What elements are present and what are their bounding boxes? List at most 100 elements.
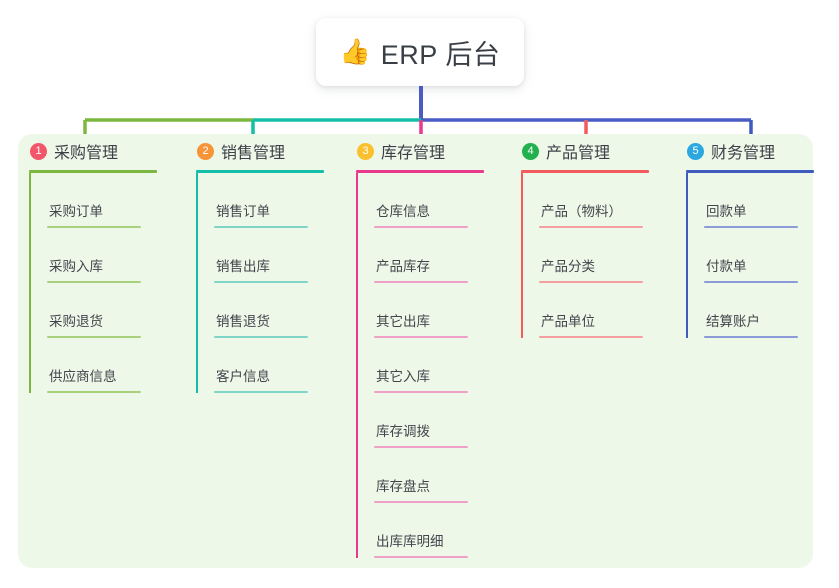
leaf-item-label: 库存盘点 xyxy=(376,479,430,494)
branch-header-3[interactable]: 3 库存管理 xyxy=(345,134,505,168)
branch-title: 产品管理 xyxy=(546,145,611,162)
leaf-item[interactable]: 采购入库 xyxy=(29,228,168,283)
leaf-item-underline xyxy=(214,226,308,228)
leaf-item-label: 采购订单 xyxy=(49,204,103,219)
branch-number-badge: 1 xyxy=(30,142,47,160)
leaf-item-label: 销售退货 xyxy=(216,314,270,329)
branch-leaf-list: 销售订单销售出库销售退货客户信息 xyxy=(196,173,335,393)
branch-number-badge: 4 xyxy=(522,142,539,160)
leaf-item[interactable]: 库存调拨 xyxy=(356,393,505,448)
leaf-item-underline xyxy=(47,391,141,393)
leaf-item-underline xyxy=(47,336,141,338)
leaf-item-label: 供应商信息 xyxy=(49,369,117,384)
leaf-item[interactable]: 其它出库 xyxy=(356,283,505,338)
branch-title: 财务管理 xyxy=(711,145,776,162)
leaf-item[interactable]: 客户信息 xyxy=(196,338,335,393)
branch-header-1[interactable]: 1 采购管理 xyxy=(18,134,168,168)
leaf-item[interactable]: 销售退货 xyxy=(196,283,335,338)
leaf-item-label: 采购退货 xyxy=(49,314,103,329)
branch-leaf-list: 产品（物料） 产品分类产品单位 xyxy=(521,173,670,338)
branch-leaf-list: 采购订单采购入库采购退货供应商信息 xyxy=(29,173,168,393)
leaf-item-underline xyxy=(704,281,798,283)
leaf-item-underline xyxy=(47,226,141,228)
branch-column-4: 4 产品管理产品（物料） 产品分类产品单位 xyxy=(510,134,670,338)
leaf-item-underline xyxy=(47,281,141,283)
leaf-item[interactable]: 付款单 xyxy=(686,228,825,283)
branch-spine xyxy=(356,173,358,558)
leaf-item[interactable]: 产品单位 xyxy=(521,283,670,338)
leaf-item-underline xyxy=(214,391,308,393)
leaf-item-label: 出库库明细 xyxy=(376,534,444,549)
leaf-item-label: 其它出库 xyxy=(376,314,430,329)
leaf-item-underline xyxy=(374,226,468,228)
branch-spine xyxy=(521,173,523,338)
leaf-item-underline xyxy=(374,391,468,393)
leaf-item-underline xyxy=(374,336,468,338)
branch-column-1: 1 采购管理采购订单采购入库采购退货供应商信息 xyxy=(18,134,168,393)
leaf-item[interactable]: 采购订单 xyxy=(29,173,168,228)
leaf-item-underline xyxy=(539,336,643,338)
leaf-item[interactable]: 产品分类 xyxy=(521,228,670,283)
branch-column-2: 2 销售管理销售订单销售出库销售退货客户信息 xyxy=(185,134,335,393)
leaf-item[interactable]: 采购退货 xyxy=(29,283,168,338)
leaf-item[interactable]: 出库库明细 xyxy=(356,503,505,558)
leaf-item-label: 客户信息 xyxy=(216,369,270,384)
leaf-item[interactable]: 销售出库 xyxy=(196,228,335,283)
leaf-item-label: 销售出库 xyxy=(216,259,270,274)
leaf-item-label: 产品库存 xyxy=(376,259,430,274)
leaf-item-label: 产品（物料） xyxy=(541,204,622,219)
leaf-item[interactable]: 结算账户 xyxy=(686,283,825,338)
root-node-label: ERP 后台 xyxy=(380,39,501,70)
leaf-item-underline xyxy=(704,336,798,338)
branch-header-5[interactable]: 5 财务管理 xyxy=(675,134,825,168)
leaf-item-underline xyxy=(374,446,468,448)
leaf-item-label: 产品单位 xyxy=(541,314,595,329)
leaf-item-label: 付款单 xyxy=(706,259,747,274)
leaf-item-underline xyxy=(214,281,308,283)
leaf-item[interactable]: 其它入库 xyxy=(356,338,505,393)
branch-header-underline xyxy=(29,170,157,173)
branch-number-badge: 3 xyxy=(357,142,374,160)
leaf-item-underline xyxy=(704,226,798,228)
branch-header-underline xyxy=(196,170,324,173)
branch-header-2[interactable]: 2 销售管理 xyxy=(185,134,335,168)
branch-column-5: 5 财务管理回款单付款单结算账户 xyxy=(675,134,825,338)
leaf-item[interactable]: 回款单 xyxy=(686,173,825,228)
branch-number-badge: 5 xyxy=(687,142,704,160)
branch-column-3: 3 库存管理仓库信息产品库存其它出库其它入库库存调拨库存盘点出库库明细 xyxy=(345,134,505,558)
branch-header-underline xyxy=(686,170,814,173)
leaf-item-underline xyxy=(374,556,468,558)
leaf-item-label: 产品分类 xyxy=(541,259,595,274)
branch-spine xyxy=(29,173,31,393)
leaf-item-underline xyxy=(539,226,643,228)
branch-header-4[interactable]: 4 产品管理 xyxy=(510,134,670,168)
root-node[interactable]: 👍 ERP 后台 xyxy=(316,18,524,86)
leaf-item[interactable]: 产品库存 xyxy=(356,228,505,283)
branch-title: 销售管理 xyxy=(221,145,286,162)
branch-title: 库存管理 xyxy=(381,145,446,162)
leaf-item[interactable]: 仓库信息 xyxy=(356,173,505,228)
branch-title: 采购管理 xyxy=(54,145,119,162)
leaf-item-label: 库存调拨 xyxy=(376,424,430,439)
leaf-item-label: 采购入库 xyxy=(49,259,103,274)
branch-header-underline xyxy=(521,170,649,173)
branch-columns: 1 采购管理采购订单采购入库采购退货供应商信息 2 销售管理销售订单销售出库销售退货客… xyxy=(18,134,814,568)
leaf-item[interactable]: 库存盘点 xyxy=(356,448,505,503)
leaf-item-label: 回款单 xyxy=(706,204,747,219)
branch-number-badge: 2 xyxy=(197,142,214,160)
leaf-item[interactable]: 销售订单 xyxy=(196,173,335,228)
leaf-item-label: 结算账户 xyxy=(706,314,760,329)
leaf-item[interactable]: 供应商信息 xyxy=(29,338,168,393)
branch-header-underline xyxy=(356,170,484,173)
leaf-item-label: 其它入库 xyxy=(376,369,430,384)
leaf-item-underline xyxy=(374,501,468,503)
leaf-item-underline xyxy=(214,336,308,338)
branch-spine xyxy=(196,173,198,393)
thumbs-up-icon: 👍 xyxy=(339,37,371,66)
leaf-item[interactable]: 产品（物料） xyxy=(521,173,670,228)
branches-panel xyxy=(18,134,813,568)
leaf-item-label: 仓库信息 xyxy=(376,204,430,219)
branch-leaf-list: 仓库信息产品库存其它出库其它入库库存调拨库存盘点出库库明细 xyxy=(356,173,505,558)
branch-leaf-list: 回款单付款单结算账户 xyxy=(686,173,825,338)
